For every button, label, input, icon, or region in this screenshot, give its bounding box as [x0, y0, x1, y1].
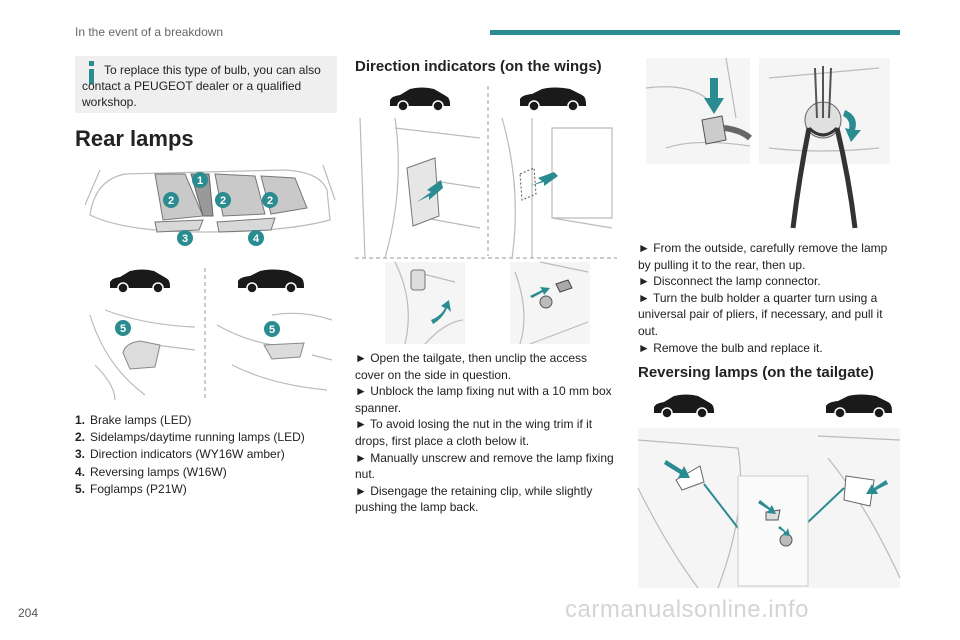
reversing-lamps-heading: Reversing lamps (on the tailgate) — [638, 364, 874, 381]
lamp-connector-illustration — [645, 57, 752, 164]
svg-text:2: 2 — [267, 195, 273, 207]
car-icon — [826, 394, 892, 419]
legend-item: 4.Reversing lamps (W16W) — [75, 464, 227, 479]
header-accent-bar — [490, 30, 900, 35]
step-text: ► Disengage the retaining clip, while sl… — [355, 483, 593, 515]
legend-item: 1.Brake lamps (LED) — [75, 413, 192, 427]
access-cover-left-illustration — [359, 117, 481, 259]
svg-text:5: 5 — [269, 324, 275, 336]
svg-text:2: 2 — [168, 195, 174, 207]
info-note-text: To replace this type of bulb, you can al… — [82, 63, 321, 109]
svg-text:3: 3 — [182, 233, 188, 245]
direction-indicators-steps: ► Open the tailgate, then unclip the acc… — [355, 350, 617, 516]
direction-indicators-heading: Direction indicators (on the wings) — [355, 58, 602, 75]
lamp-removal-steps: ► From the outside, carefully remove the… — [638, 240, 900, 356]
retaining-clip-illustration — [510, 261, 590, 345]
step-text: ► Manually unscrew and remove the lamp f… — [355, 450, 614, 482]
legend-item: 5.Foglamps (P21W) — [75, 481, 187, 496]
step-text: ► Remove the bulb and replace it. — [638, 340, 823, 355]
step-text: ► From the outside, carefully remove the… — [638, 241, 888, 272]
box-spanner-illustration — [385, 261, 465, 345]
car-icon — [110, 269, 170, 294]
rear-lamps-heading: Rear lamps — [75, 126, 194, 151]
callout-badge: 2 — [215, 192, 231, 208]
car-icon — [390, 87, 450, 112]
page-number: 204 — [18, 606, 39, 620]
callout-badge: 4 — [248, 230, 264, 246]
section-title: In the event of a breakdown — [75, 25, 224, 39]
foglamp-right-illustration: 5 — [216, 312, 333, 391]
info-note — [75, 56, 337, 113]
access-cover-right-illustration — [501, 117, 613, 259]
divider — [355, 257, 617, 259]
callout-badge: 5 — [264, 321, 280, 337]
step-text: ► Unblock the lamp fixing nut with a 10 … — [355, 384, 612, 415]
legend-item: 2.Sidelamps/daytime running lamps (LED) — [75, 430, 305, 445]
car-icon — [238, 269, 304, 294]
callout-badge: 5 — [115, 320, 131, 336]
step-text: ► Turn the bulb holder a quarter turn us… — [638, 290, 883, 338]
pliers-bulb-holder-illustration — [759, 58, 890, 229]
svg-text:5: 5 — [120, 323, 126, 335]
callout-badge: 3 — [177, 230, 193, 246]
info-icon — [89, 61, 94, 84]
car-icon — [520, 87, 586, 112]
watermark: carmanualsonline.info — [565, 596, 809, 623]
legend-item: 3.Direction indicators (WY16W amber) — [75, 447, 285, 462]
foglamp-left-illustration: 5 — [89, 309, 196, 401]
step-text: ► To avoid losing the nut in the wing tr… — [355, 417, 593, 448]
reversing-lamps-illustration — [637, 428, 901, 589]
divider — [204, 268, 206, 398]
car-icon — [654, 394, 714, 419]
step-text: ► Disconnect the lamp connector. — [638, 274, 821, 289]
callout-badge: 1 — [192, 172, 208, 188]
callout-badge: 2 — [262, 192, 278, 208]
step-text: ► Open the tailgate, then unclip the acc… — [355, 351, 588, 382]
divider — [487, 86, 489, 256]
svg-text:1: 1 — [197, 175, 203, 187]
rear-lamps-illustration: 1 2 2 2 3 4 — [84, 164, 336, 246]
svg-text:2: 2 — [220, 195, 226, 207]
svg-text:4: 4 — [253, 233, 260, 245]
callout-badge: 2 — [163, 192, 179, 208]
rear-lamps-legend: 1.Brake lamps (LED) 2.Sidelamps/daytime … — [75, 412, 305, 498]
